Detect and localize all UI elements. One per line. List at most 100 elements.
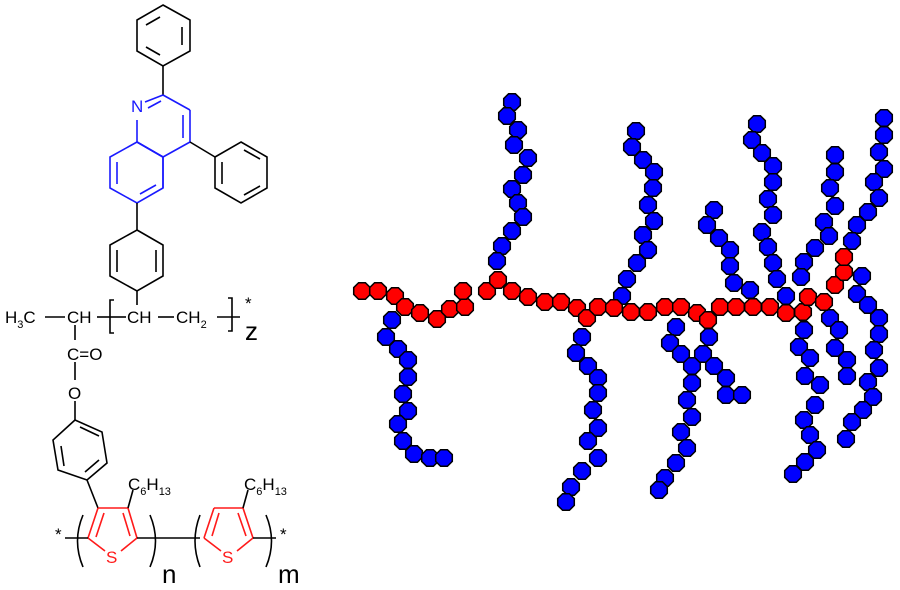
- side-chain-bead: [704, 200, 724, 220]
- side-chain-bead: [874, 125, 894, 145]
- side-chain-bead: [858, 202, 878, 222]
- side-chain-bead: [388, 414, 408, 434]
- backbone-bead: [671, 297, 691, 317]
- side-chain-bead: [869, 358, 889, 378]
- side-chain-bead: [874, 108, 894, 128]
- side-chain-bead: [716, 385, 736, 405]
- phenyl-ester: [52, 401, 108, 509]
- quinoline-ring: [109, 94, 191, 204]
- side-chain-bead: [869, 308, 889, 328]
- side-chain-bead: [795, 452, 815, 472]
- side-chain-bead: [819, 226, 839, 246]
- side-chain-bead: [836, 429, 856, 449]
- paren-m-left: [194, 514, 201, 568]
- ch-label-1: CH: [67, 308, 92, 327]
- backbone-bead: [798, 287, 818, 307]
- repeat-n-label: n: [162, 559, 176, 589]
- side-chain-bead: [842, 412, 862, 432]
- side-chain-bead: [752, 143, 772, 163]
- side-chain-bead: [842, 231, 862, 251]
- side-chain-bead: [638, 195, 658, 215]
- side-chain-bead: [858, 295, 878, 315]
- backbone-bead: [453, 281, 473, 301]
- phenyl-top: [136, 4, 191, 95]
- backbone-bead: [535, 292, 555, 312]
- thiophene-ring-1: [87, 507, 138, 552]
- backbone-bead: [502, 281, 522, 301]
- side-chain-bead: [853, 400, 873, 420]
- side-chain-bead: [869, 142, 889, 162]
- side-chain-bead: [789, 337, 809, 357]
- side-chain-bead: [398, 401, 418, 421]
- side-chain-bead: [704, 356, 724, 376]
- side-chain-bead: [794, 410, 814, 430]
- side-chain-bead: [758, 189, 778, 209]
- side-chain-bead: [660, 333, 680, 353]
- side-chain-bead: [578, 431, 598, 451]
- side-chain-bead: [752, 222, 772, 242]
- side-chain-bead: [724, 273, 744, 293]
- side-chain-bead: [794, 320, 814, 340]
- side-chain-bead: [847, 215, 867, 235]
- backbone-bead: [410, 303, 430, 323]
- side-chain-bead: [434, 448, 454, 468]
- backbone-bead: [604, 298, 624, 318]
- coarse-grained-bead-model: [352, 92, 894, 512]
- carbonyl-label: C=O: [67, 345, 102, 364]
- backbone-bead: [834, 247, 854, 267]
- side-chain-bead: [513, 165, 533, 185]
- side-chain-bead: [791, 267, 811, 287]
- backbone-bead: [710, 297, 730, 317]
- side-chain-bead: [382, 310, 402, 330]
- side-chain-bead: [874, 159, 894, 179]
- side-chain-bead: [677, 390, 697, 410]
- side-chain-bead: [393, 384, 413, 404]
- paren-m-right: [265, 514, 273, 568]
- sulfur-label-2: S: [222, 548, 233, 567]
- paren-n-right: [149, 514, 157, 568]
- end-star-right: *: [280, 525, 287, 544]
- side-chain-bead: [677, 438, 697, 458]
- backbone-bead: [488, 270, 508, 290]
- backbone-bead: [743, 297, 763, 317]
- side-chain-bead: [583, 400, 603, 420]
- side-chain-bead: [492, 236, 512, 256]
- side-chain-bead: [720, 256, 740, 276]
- side-chain-bead: [820, 178, 840, 198]
- methyl-label: H3C: [5, 308, 36, 331]
- backbone-bead: [760, 297, 780, 317]
- side-chain-bead: [627, 253, 647, 273]
- side-chain-bead: [805, 395, 825, 415]
- side-chain-bead: [864, 340, 884, 360]
- side-chain-bead: [508, 120, 528, 140]
- side-chain-bead: [393, 431, 413, 451]
- backbone-bead: [814, 292, 834, 312]
- side-chain-bead: [747, 114, 767, 134]
- backbone-bead: [776, 303, 796, 323]
- side-chain-bead: [633, 150, 653, 170]
- backbone-bead: [793, 302, 813, 322]
- side-chain-bead: [763, 156, 783, 176]
- side-chain-bead: [776, 286, 796, 306]
- backbone-bead: [588, 297, 608, 317]
- side-chain-bead: [398, 367, 418, 387]
- side-chain-bead: [622, 137, 642, 157]
- phenyl-right: [189, 141, 268, 204]
- end-star-left: *: [55, 525, 62, 544]
- side-chain-bead: [807, 440, 827, 460]
- side-chain-bead: [649, 480, 669, 500]
- backbone-bead: [621, 302, 641, 322]
- backbone-bead: [518, 287, 538, 307]
- side-chain-bead: [852, 266, 872, 286]
- side-chain-bead: [742, 130, 762, 150]
- side-chain-bead: [837, 366, 857, 386]
- side-chain-bead: [561, 477, 581, 497]
- backbone-bead: [395, 297, 415, 317]
- side-chain-bead: [588, 383, 608, 403]
- backbone-bead: [551, 292, 571, 312]
- side-chain-bead: [767, 269, 787, 289]
- side-chain-bead: [487, 251, 507, 271]
- side-chain-bead: [404, 444, 424, 464]
- side-chain-bead: [825, 196, 845, 216]
- side-chain-bead: [666, 317, 686, 337]
